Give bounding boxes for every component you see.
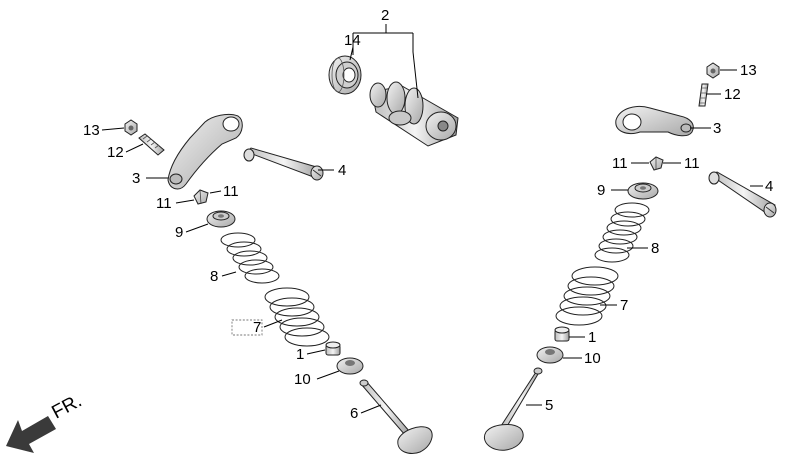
stem-seal-right-part	[554, 326, 570, 342]
callout-7-left: 7	[253, 319, 261, 336]
callout-9-right: 9	[597, 182, 605, 199]
callout-6: 6	[350, 405, 358, 422]
inner-spring-right-part	[594, 202, 650, 263]
front-direction-label: FR.	[48, 391, 85, 424]
callout-10-right: 10	[584, 350, 601, 367]
exhaust-valve-part	[359, 379, 433, 454]
callout-1-left: 1	[296, 346, 304, 363]
rocker-shaft-left-part	[243, 147, 324, 181]
callout-11-left-b: 11	[156, 195, 172, 212]
adjust-screw-left-part	[138, 133, 165, 156]
callout-1-right: 1	[588, 329, 596, 346]
spring-retainer-left-part	[206, 210, 236, 228]
callout-13-right: 13	[740, 62, 757, 79]
bearing-part	[328, 55, 362, 95]
callout-9-left: 9	[175, 224, 183, 241]
spring-seat-left-part	[336, 357, 364, 375]
front-direction-arrow-icon	[6, 416, 56, 453]
inner-spring-left-part	[220, 232, 280, 284]
spring-retainer-right-part	[627, 182, 659, 200]
camshaft-part	[369, 81, 459, 147]
callout-8-left: 8	[210, 268, 218, 285]
callout-4-left: 4	[338, 162, 346, 179]
callout-10-left: 10	[294, 371, 311, 388]
callout-11-right-b: 11	[684, 155, 700, 172]
callout-labels: 2 14 13 12 3 4 11 11 9 8 7 1 10 6 13 12 …	[83, 7, 773, 422]
callout-14: 14	[344, 32, 361, 49]
leader-lines	[101, 24, 763, 414]
callout-8-right: 8	[651, 240, 659, 257]
callout-3-left: 3	[132, 170, 140, 187]
stem-seal-left-part	[325, 341, 341, 356]
adjust-nut-left-part	[124, 119, 138, 136]
adjust-nut-right-part	[706, 62, 720, 79]
callout-5: 5	[545, 397, 553, 414]
rocker-shaft-right-part	[708, 171, 777, 218]
valve-cotter-left-part	[193, 189, 209, 205]
callout-11-left-a: 11	[223, 183, 239, 200]
callout-13-left: 13	[83, 122, 100, 139]
callout-2: 2	[381, 7, 389, 24]
outer-spring-right-part	[555, 266, 619, 326]
callout-12-right: 12	[724, 86, 741, 103]
callout-4-right: 4	[765, 178, 773, 195]
callout-7-right: 7	[620, 297, 628, 314]
adjust-screw-right-part	[698, 83, 709, 107]
rocker-arm-left-part	[167, 113, 243, 190]
highlight-box	[231, 319, 263, 336]
callout-12-left: 12	[107, 144, 124, 161]
valve-cotter-right-part	[649, 156, 664, 171]
callout-3-right: 3	[713, 120, 721, 137]
rocker-arm-right-part	[615, 106, 694, 137]
callout-11-right-a: 11	[612, 155, 628, 172]
spring-seat-right-part	[536, 346, 564, 364]
outer-spring-left-part	[264, 287, 330, 347]
intake-valve-part	[484, 367, 543, 451]
